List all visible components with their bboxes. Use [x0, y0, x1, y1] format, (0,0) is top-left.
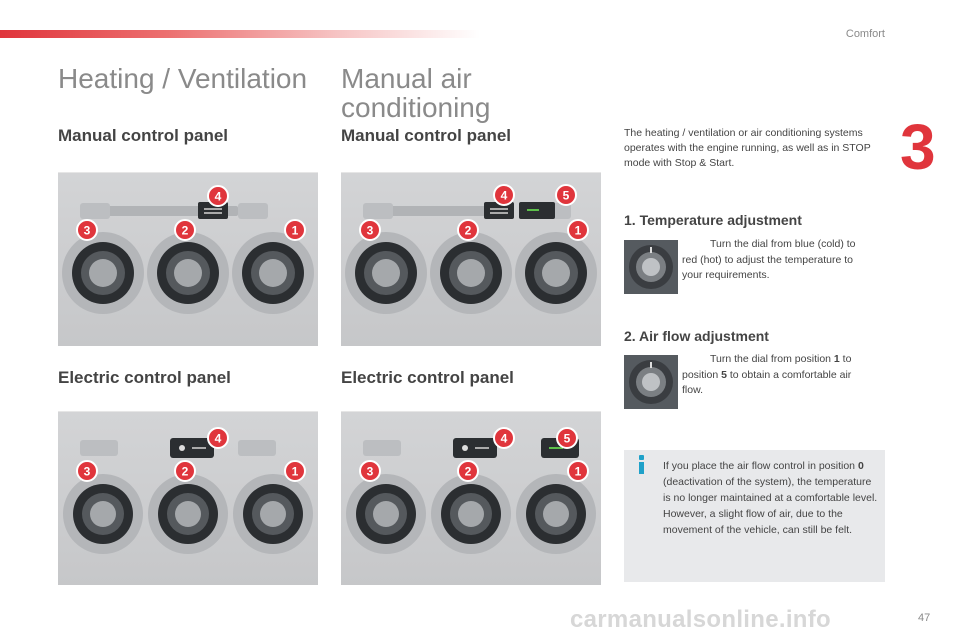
callout-5: 5 [555, 184, 577, 206]
info-note: If you place the air flow control in pos… [624, 450, 885, 582]
callout-5: 5 [556, 427, 578, 449]
intro-paragraph: The heating / ventilation or air conditi… [624, 127, 871, 169]
callout-3: 3 [76, 219, 98, 241]
dial-center [430, 232, 512, 314]
dial-right [233, 474, 313, 554]
subhead-mid-electric: Electric control panel [341, 368, 514, 387]
step-1-title: 1. Temperature adjustment [624, 212, 802, 228]
callout-2: 2 [457, 460, 479, 482]
callout-2: 2 [457, 219, 479, 241]
dial-center [148, 474, 228, 554]
title-manual-ac: Manual air conditioning [341, 63, 491, 123]
panel-ac-manual: 4 5 3 2 1 [341, 172, 601, 346]
callout-3: 3 [76, 460, 98, 482]
step-2-text: Turn the dial from position 1 to positio… [682, 353, 852, 396]
callout-2: 2 [174, 219, 196, 241]
dial-right [232, 232, 314, 314]
callout-1: 1 [284, 219, 306, 241]
dial-center [147, 232, 229, 314]
svg-text:5: 5 [563, 189, 570, 203]
watermark: carmanualsonline.info [570, 606, 832, 633]
callout-4: 4 [207, 427, 229, 449]
callout-3: 3 [359, 460, 381, 482]
temperature-dial-thumb [624, 240, 678, 294]
dial-right [516, 474, 596, 554]
svg-text:3: 3 [84, 465, 91, 479]
svg-text:2: 2 [182, 465, 189, 479]
svg-text:3: 3 [367, 224, 374, 238]
top-accent-bar [0, 30, 480, 38]
airflow-dial-thumb [624, 355, 678, 409]
callout-4: 4 [207, 185, 229, 207]
svg-text:1: 1 [575, 224, 582, 238]
title-heating-ventilation: Heating / Ventilation [58, 63, 308, 94]
svg-text:4: 4 [501, 189, 508, 203]
callout-3: 3 [359, 219, 381, 241]
panel-heating-manual: 4 3 2 1 [58, 172, 318, 346]
svg-text:1: 1 [575, 465, 582, 479]
callout-4: 4 [493, 184, 515, 206]
svg-text:5: 5 [564, 432, 571, 446]
subhead-left-manual: Manual control panel [58, 126, 229, 145]
dial-left [63, 474, 143, 554]
svg-text:2: 2 [182, 224, 189, 238]
subhead-left-electric: Electric control panel [58, 368, 231, 387]
page-number: 47 [918, 612, 931, 624]
chapter-number: 3 [900, 111, 936, 183]
callout-4: 4 [493, 427, 515, 449]
dial-center [431, 474, 511, 554]
svg-text:2: 2 [465, 465, 472, 479]
section-label: Comfort [845, 28, 885, 40]
callout-2: 2 [174, 460, 196, 482]
callout-1: 1 [567, 460, 589, 482]
step-2-title: 2. Air flow adjustment [624, 328, 769, 344]
callout-1: 1 [567, 219, 589, 241]
svg-text:1: 1 [292, 224, 299, 238]
panel-heating-electric: 4 3 2 1 [58, 411, 318, 585]
info-icon [634, 453, 648, 475]
dial-left [345, 232, 427, 314]
subhead-mid-manual: Manual control panel [341, 126, 512, 145]
svg-text:2: 2 [465, 224, 472, 238]
svg-text:4: 4 [215, 190, 222, 204]
svg-text:4: 4 [501, 432, 508, 446]
dial-left [62, 232, 144, 314]
dial-right [515, 232, 597, 314]
svg-text:4: 4 [215, 432, 222, 446]
svg-text:1: 1 [292, 465, 299, 479]
callout-1: 1 [284, 460, 306, 482]
panel-ac-electric: 4 5 3 2 1 [341, 411, 601, 585]
info-text: If you place the air flow control in pos… [663, 460, 878, 536]
step-1-text: Turn the dial from blue (cold) to red (h… [682, 238, 856, 281]
svg-text:3: 3 [367, 465, 374, 479]
svg-text:3: 3 [84, 224, 91, 238]
dial-left [346, 474, 426, 554]
